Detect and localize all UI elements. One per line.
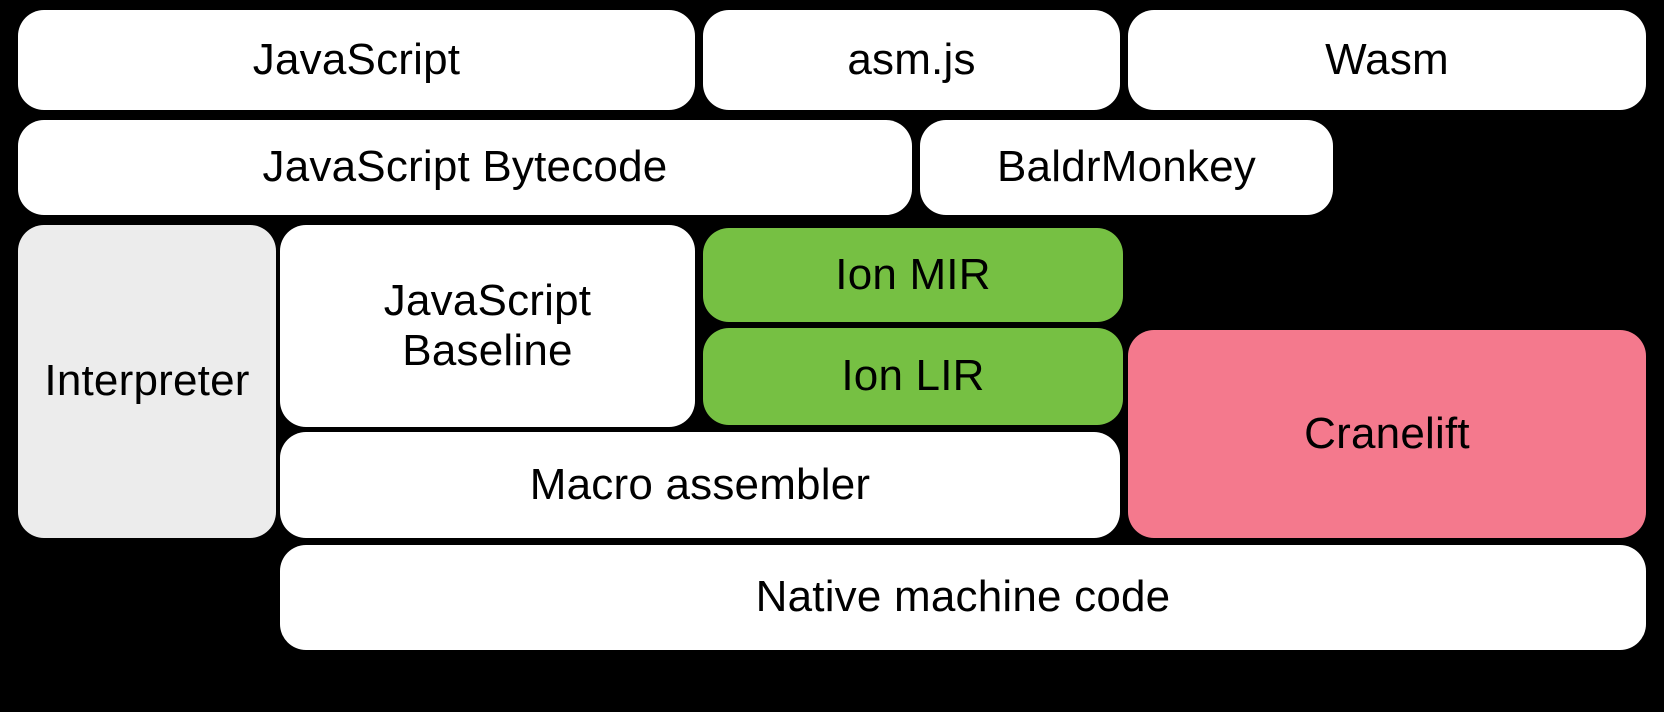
node-baldrmonkey[interactable]: BaldrMonkey — [920, 120, 1333, 215]
node-javascript[interactable]: JavaScript — [18, 10, 695, 110]
node-macro-assembler[interactable]: Macro assembler — [280, 432, 1120, 538]
node-javascript-bytecode[interactable]: JavaScript Bytecode — [18, 120, 912, 215]
node-native-machine-code[interactable]: Native machine code — [280, 545, 1646, 650]
node-ion-lir[interactable]: Ion LIR — [703, 328, 1123, 425]
node-ion-mir[interactable]: Ion MIR — [703, 228, 1123, 322]
node-javascript-baseline[interactable]: JavaScript Baseline — [280, 225, 695, 427]
node-wasm[interactable]: Wasm — [1128, 10, 1646, 110]
node-interpreter[interactable]: Interpreter — [18, 225, 276, 538]
node-cranelift[interactable]: Cranelift — [1128, 330, 1646, 538]
node-asmjs[interactable]: asm.js — [703, 10, 1120, 110]
